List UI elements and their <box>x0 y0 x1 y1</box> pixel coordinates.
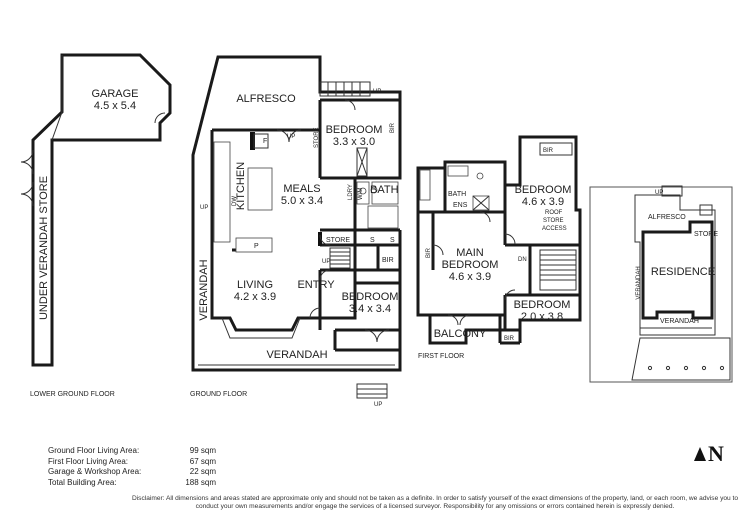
bir-label-a: BIR <box>390 122 396 133</box>
dishwasher-label: DW <box>232 196 238 206</box>
bath-label: BATH <box>370 184 399 196</box>
area-label: Garage & Workshop Area: <box>48 467 142 476</box>
bedroom-a-name: BEDROOM <box>326 124 383 136</box>
bir-label-b: BIR <box>382 257 394 264</box>
roof-store-line1: ROOF <box>545 210 563 216</box>
area-value: 188 sqm <box>185 477 216 487</box>
bedroom-c-name: BEDROOM <box>515 184 572 196</box>
alfresco-label: ALFRESCO <box>236 93 296 105</box>
site-alfresco-label: ALFRESCO <box>648 214 686 221</box>
alfresco-door-up-label: UP <box>287 134 295 140</box>
roof-store-line3: ACCESS <box>542 226 567 232</box>
first-floor-outline <box>416 135 582 345</box>
stairs-entry <box>356 383 388 399</box>
ground-floor: UP <box>190 55 402 408</box>
main-bedroom-line1: MAIN <box>456 247 484 259</box>
garage-dimensions: 4.5 x 5.4 <box>94 100 136 112</box>
north-label: N <box>708 441 724 466</box>
store-label-small: STORE <box>314 127 320 148</box>
north-arrow: N <box>694 441 728 469</box>
lower-ground-floor-label: LOWER GROUND FLOOR <box>30 391 115 398</box>
garage-outline <box>31 53 172 367</box>
area-label: First Floor Living Area: <box>48 456 129 466</box>
site-stairs <box>661 185 713 216</box>
pantry-label: P <box>254 243 259 250</box>
area-value: 99 sqm <box>189 446 216 455</box>
meals-name: MEALS <box>283 183 320 195</box>
area-row: Garage & Workshop Area: 22 sqm <box>48 467 216 478</box>
bedroom-c-dimensions: 4.6 x 3.9 <box>522 196 564 208</box>
side-stairs-up-label: UP <box>200 205 208 211</box>
first-floor-stairs <box>539 249 577 291</box>
roof-store-line2: STORE <box>543 218 564 224</box>
down-stairs-label: DN <box>518 257 527 263</box>
bedroom-a-dimensions: 3.3 x 3.0 <box>333 136 375 148</box>
area-row: First Floor Living Area: 67 sqm <box>48 457 216 468</box>
bath-word-label: BATH <box>448 191 466 198</box>
entry-label: ENTRY <box>297 279 335 291</box>
entry-stairs-up-label: UP <box>374 402 382 408</box>
site-boundary <box>589 186 733 383</box>
under-verandah-store-label: UNDER VERANDAH STORE <box>38 176 50 320</box>
living-dimensions: 4.2 x 3.9 <box>234 291 276 303</box>
disclaimer-text: Disclaimer: All dimensions and areas sta… <box>131 495 739 510</box>
bedroom-d-dimensions: 2.0 x 3.8 <box>521 311 563 323</box>
bedroom-b-name: BEDROOM <box>342 291 399 303</box>
kitchen-label: KITCHEN <box>235 162 247 210</box>
north-arrow-icon <box>694 447 706 461</box>
balcony-label: BALCONY <box>434 328 487 340</box>
bedroom-d-name: BEDROOM <box>514 299 571 311</box>
laundry-label: LDRY <box>348 184 354 200</box>
stairs-upper <box>319 81 371 97</box>
washing-machine-label: W/M <box>358 188 364 200</box>
internal-stairs <box>329 247 351 269</box>
garage-name: GARAGE <box>91 88 138 100</box>
site-up-label: UP <box>655 190 663 196</box>
store-label: STORE <box>326 237 350 244</box>
area-row: Total Building Area: 188 sqm <box>48 478 216 489</box>
area-label: Total Building Area: <box>48 477 117 487</box>
shelf-label-1: S <box>370 237 375 244</box>
fridge-label: F <box>263 138 267 145</box>
area-summary: Ground Floor Living Area: 99 sqm First F… <box>48 446 216 488</box>
lower-ground-floor: GARAGE 4.5 x 5.4 UNDER VERANDAH STORE LO… <box>20 53 172 398</box>
residence-outline <box>641 220 714 320</box>
bir-label-d: BIR <box>426 247 432 258</box>
bedroom-b-dimensions: 3.4 x 3.4 <box>349 303 391 315</box>
internal-stairs-up-label: UP <box>322 259 330 265</box>
area-row: Ground Floor Living Area: 99 sqm <box>48 446 216 457</box>
site-dots <box>647 365 725 371</box>
meals-dimensions: 5.0 x 3.4 <box>281 195 323 207</box>
site-verandah-side-label: VERANDAH <box>636 266 642 299</box>
main-bedroom-line2: BEDROOM <box>442 259 499 271</box>
area-value: 67 sqm <box>189 456 216 466</box>
bir-label-c: BIR <box>543 148 554 154</box>
verandah-side-label: VERANDAH <box>198 259 210 320</box>
main-bedroom-dimensions: 4.6 x 3.9 <box>449 271 491 283</box>
area-value: 22 sqm <box>189 467 216 476</box>
site-plan: UP ALFRESCO STORE RESIDENCE VERANDAH VER… <box>589 185 733 383</box>
bir-label-e: BIR <box>504 336 515 342</box>
stairs-up-label: UP <box>373 89 381 95</box>
residence-label: RESIDENCE <box>651 266 715 278</box>
ground-floor-label: GROUND FLOOR <box>190 391 247 398</box>
ens-word-label: ENS <box>453 202 468 209</box>
verandah-label: VERANDAH <box>266 349 327 361</box>
site-store-label: STORE <box>694 231 718 238</box>
area-label: Ground Floor Living Area: <box>48 446 140 455</box>
first-floor-label: FIRST FLOOR <box>418 353 464 360</box>
site-verandah-label: VERANDAH <box>660 318 699 325</box>
living-name: LIVING <box>237 279 273 291</box>
shelf-label-2: S <box>390 237 395 244</box>
first-floor: DN BIR BATH ENS BEDROOM 4.6 x 3.9 ROOF S… <box>416 135 582 360</box>
